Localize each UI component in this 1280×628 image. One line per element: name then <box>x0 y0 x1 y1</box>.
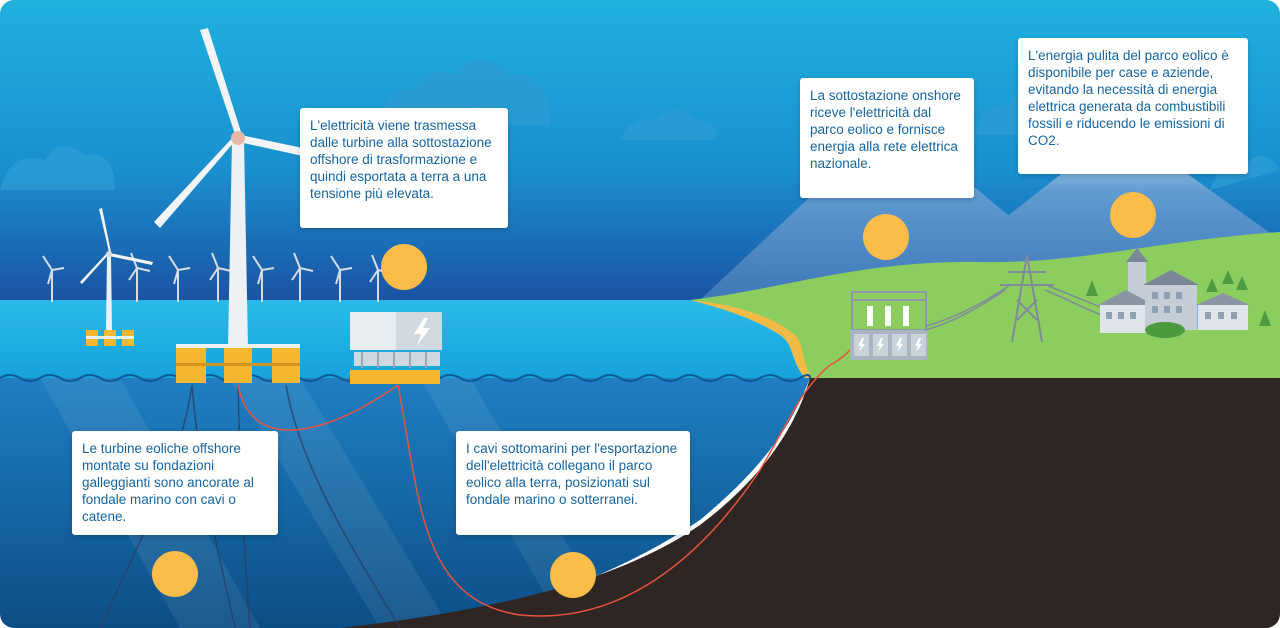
offshore-substation <box>350 312 442 384</box>
hotspot-marker-onshore-substation[interactable] <box>863 214 909 260</box>
callout-subsea-cables: I cavi sottomarini per l'esportazione de… <box>456 431 690 535</box>
callout-onshore-substation: La sottostazione onshore riceve l'elettr… <box>800 78 974 198</box>
hotspot-marker-subsea-cables[interactable] <box>550 552 596 598</box>
callout-clean-energy-text: L'energia pulita del parco eolico è disp… <box>1028 48 1229 148</box>
export-cables <box>237 349 851 617</box>
callout-floating-turbines-text: Le turbine eoliche offshore montate su f… <box>82 441 254 524</box>
callout-floating-turbines: Le turbine eoliche offshore montate su f… <box>72 431 278 535</box>
lightning-bolt-icon <box>414 318 430 346</box>
callout-subsea-cables-text: I cavi sottomarini per l'esportazione de… <box>466 441 678 507</box>
town <box>1086 248 1271 338</box>
hotspot-marker-floating-turbines[interactable] <box>152 551 198 597</box>
callout-transmission: L'elettricità viene trasmessa dalle turb… <box>300 108 508 228</box>
callout-clean-energy: L'energia pulita del parco eolico è disp… <box>1018 38 1248 174</box>
seabed <box>340 378 1280 628</box>
beach <box>690 300 812 378</box>
hotspot-marker-transmission[interactable] <box>381 244 427 290</box>
power-pylon <box>1000 254 1054 343</box>
hotspot-marker-clean-energy[interactable] <box>1110 192 1156 238</box>
onshore-substation <box>850 291 928 360</box>
callout-transmission-text: L'elettricità viene trasmessa dalle turb… <box>310 118 492 201</box>
callout-onshore-substation-text: La sottostazione onshore riceve l'elettr… <box>810 88 961 171</box>
small-floating-turbine <box>80 208 153 346</box>
